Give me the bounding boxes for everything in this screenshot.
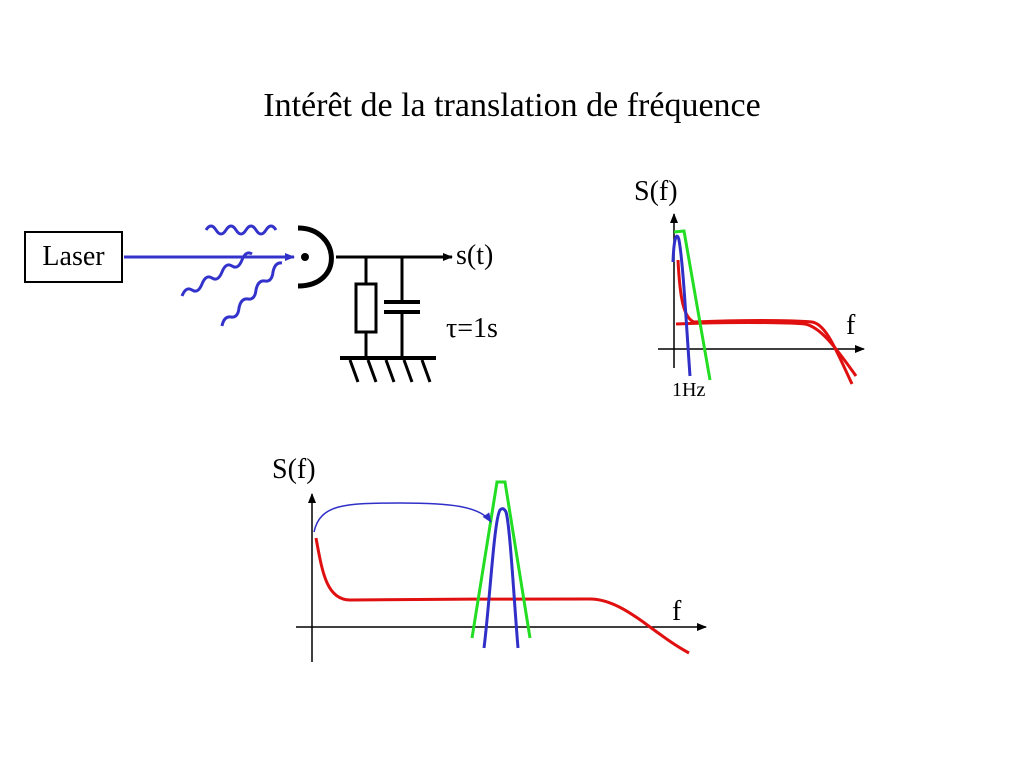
bottom-signal-curve xyxy=(482,507,520,649)
bottom-filter-curve xyxy=(470,480,532,639)
bottom-spectrum-plot xyxy=(296,480,707,662)
top-tick-label: 1Hz xyxy=(672,379,706,401)
output-signal-label: s(t) xyxy=(456,240,494,271)
frequency-shift-arrow xyxy=(313,502,492,533)
slide-title: Intérêt de la translation de fréquence xyxy=(263,87,761,124)
laser-box: Laser xyxy=(24,231,123,283)
photon-wave-2 xyxy=(180,251,253,297)
ground-symbol xyxy=(340,356,436,383)
time-constant-label: τ=1s xyxy=(446,313,498,344)
bottom-noise-curve xyxy=(314,537,690,655)
top-filter-curve xyxy=(673,229,712,381)
photon-wave-3 xyxy=(220,261,283,327)
top-noise-curve-2 xyxy=(675,321,858,377)
bottom-y-axis-label: S(f) xyxy=(272,454,316,485)
top-x-axis-label: f xyxy=(846,310,856,341)
resistor xyxy=(354,282,378,334)
bottom-x-axis-label: f xyxy=(672,596,682,627)
top-noise-curve-1 xyxy=(676,259,854,385)
top-spectrum-plot xyxy=(658,213,865,385)
top-signal-curve xyxy=(671,234,692,377)
photon-wave-1 xyxy=(204,224,278,236)
top-y-axis-label: S(f) xyxy=(634,176,678,207)
photodiode-dot xyxy=(301,253,309,261)
photodiode-cup xyxy=(297,225,334,289)
circuit-diagram xyxy=(124,224,453,383)
